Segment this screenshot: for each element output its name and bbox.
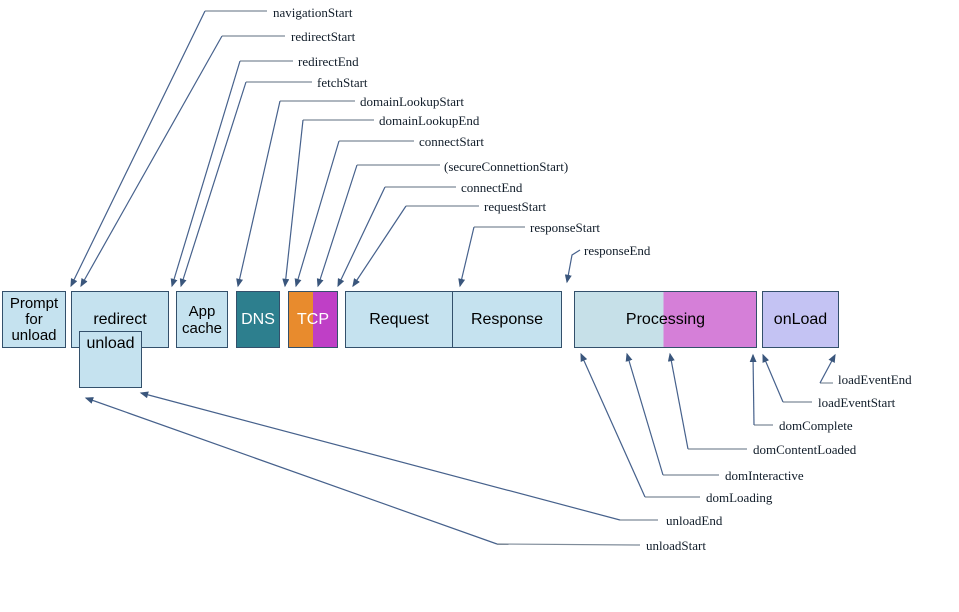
event-label-domComplete: domComplete: [779, 418, 853, 433]
leader-requestStart: [352, 205, 479, 288]
box-dns: DNS: [236, 291, 280, 348]
box-tcp: TCP: [288, 291, 338, 348]
event-label-domLoading: domLoading: [706, 490, 773, 505]
leader-domInteractive: [625, 352, 719, 476]
leader-responseStart: [458, 226, 525, 288]
event-label-domainLookupStart: domainLookupStart: [360, 94, 464, 109]
leader-connectStart: [294, 140, 414, 288]
box-response: Response: [452, 291, 562, 348]
event-label-domainLookupEnd: domainLookupEnd: [379, 113, 480, 128]
leader-fetchStart: [179, 81, 312, 288]
event-label-unloadStart: unloadStart: [646, 538, 706, 553]
box-unload: unload: [79, 331, 142, 388]
leader-connectEnd: [337, 186, 456, 288]
leader-domComplete: [749, 353, 773, 426]
event-label-requestStart: requestStart: [484, 199, 547, 214]
leader-secureConnectionStart: [316, 164, 440, 288]
leader-domContentLoaded: [667, 352, 747, 450]
leader-redirectEnd: [170, 60, 293, 288]
event-label-navigationStart: navigationStart: [273, 5, 353, 20]
event-label-connectStart: connectStart: [419, 134, 484, 149]
leader-responseEnd: [564, 249, 581, 284]
box-processing: Processing: [574, 291, 757, 348]
event-label-redirectStart: redirectStart: [291, 29, 356, 44]
box-app-cache: App cache: [176, 291, 228, 348]
event-label-connectEnd: connectEnd: [461, 180, 523, 195]
event-label-responseEnd: responseEnd: [584, 243, 651, 258]
event-label-loadEventStart: loadEventStart: [818, 395, 896, 410]
event-label-secureConnectionStart: (secureConnettionStart): [444, 159, 569, 174]
event-label-responseStart: responseStart: [530, 220, 601, 235]
leader-loadEventStart: [762, 353, 812, 403]
event-label-redirectEnd: redirectEnd: [298, 54, 359, 69]
leader-domLoading: [580, 352, 700, 498]
leader-domainLookupStart: [236, 100, 355, 288]
leader-redirectStart: [80, 35, 285, 288]
event-label-domContentLoaded: domContentLoaded: [753, 442, 857, 457]
box-prompt-for-unload: Prompt for unload: [2, 291, 66, 348]
event-label-fetchStart: fetchStart: [317, 75, 368, 90]
leader-unloadStart: [84, 397, 641, 546]
leader-loadEventEnd: [819, 353, 836, 384]
event-label-unloadEnd: unloadEnd: [666, 513, 723, 528]
event-label-domInteractive: domInteractive: [725, 468, 804, 483]
leader-unloadEnd: [139, 391, 658, 521]
box-request: Request: [345, 291, 453, 348]
event-label-loadEventEnd: loadEventEnd: [838, 372, 912, 387]
box-onload: onLoad: [762, 291, 839, 348]
leader-domainLookupEnd: [282, 119, 374, 288]
leader-navigationStart: [70, 10, 267, 288]
